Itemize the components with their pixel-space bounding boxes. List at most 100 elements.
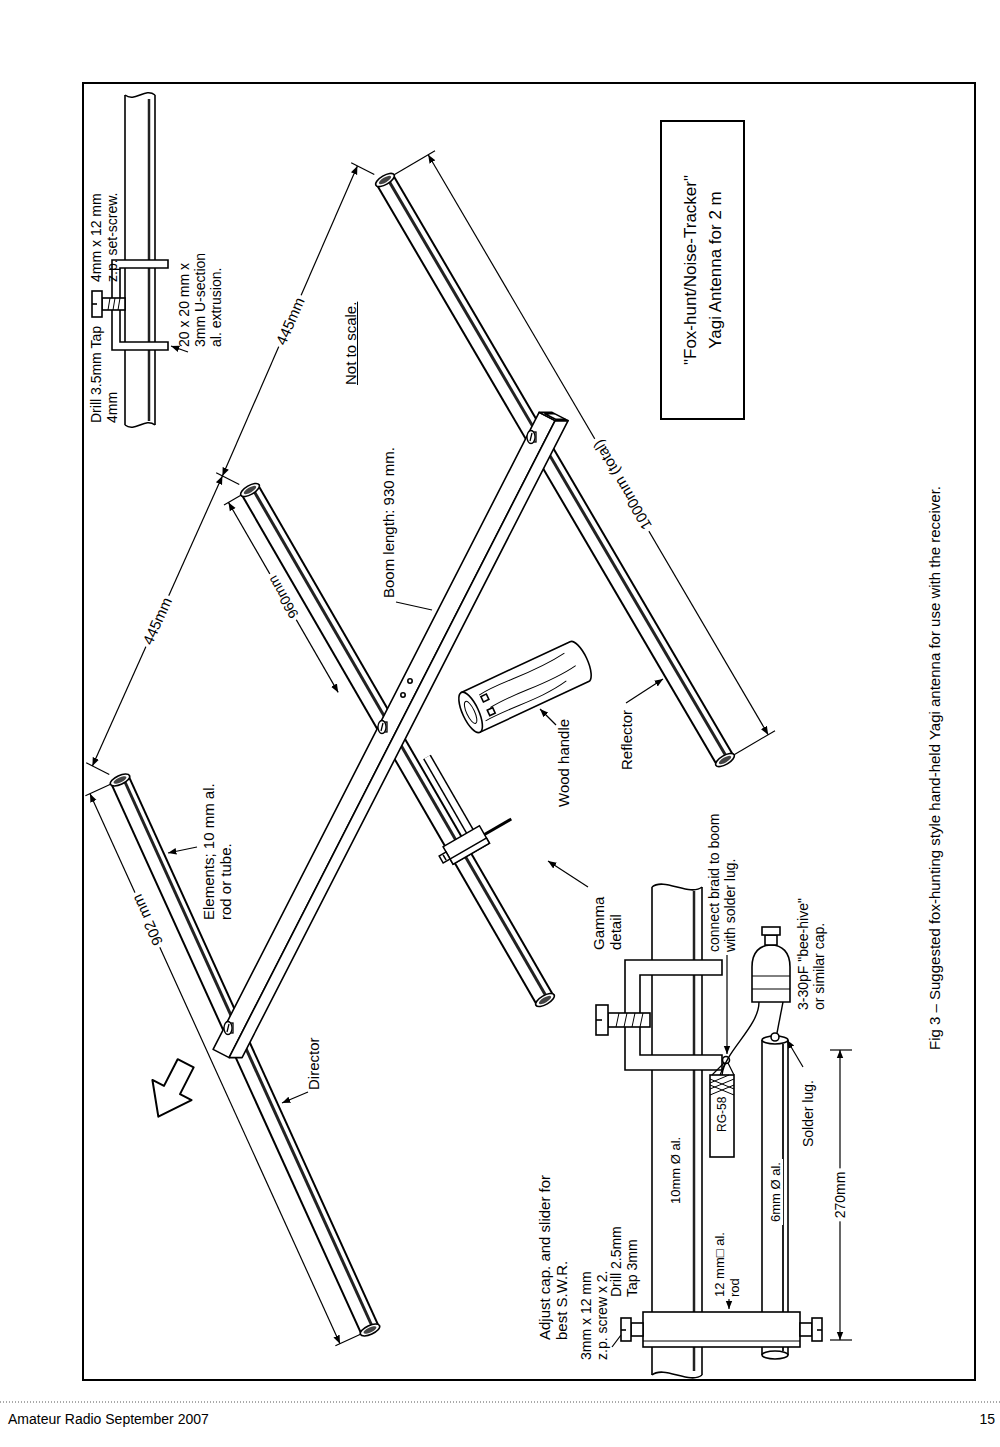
gamma-detail: [596, 1019, 602, 1021]
gamma-detail: [632, 1013, 635, 1027]
part-name: Reflector: [618, 710, 635, 770]
wood-handle: [454, 638, 596, 735]
leader-lines: [787, 1040, 803, 1067]
screw-note: 4mm x 12 mm z.p. set-screw.: [88, 174, 120, 282]
dimension-lines: [428, 155, 768, 735]
wood-handle: [490, 666, 577, 708]
boom: [408, 679, 412, 683]
gamma-rod: [427, 757, 476, 842]
figure-caption: Fig 3 – Suggested fox-hunting style hand…: [926, 486, 943, 1050]
boom-screws: [227, 1024, 229, 1032]
leader-lines: [728, 1299, 729, 1309]
gamma-detail: [762, 1351, 788, 1359]
driven-element: [538, 994, 553, 1005]
gamma-detail: [722, 1002, 759, 1075]
wood-handle: [485, 681, 568, 722]
set-screw-detail: [92, 303, 97, 305]
reflector-element: [374, 171, 397, 189]
gamma-slider: [484, 819, 511, 835]
dimension-lines: [224, 494, 243, 505]
set-screw-detail: [125, 93, 155, 98]
gamma-detail: [710, 1079, 734, 1089]
wood-handle: [487, 708, 495, 716]
dimension-lines: [92, 476, 222, 766]
wood-handle: [462, 700, 479, 725]
gamma-detail: [621, 1318, 631, 1341]
dimension-lines: [732, 731, 775, 756]
wood-handle: [481, 694, 489, 702]
gamma-detail: [596, 884, 822, 1378]
gamma-detail: [621, 1329, 626, 1331]
gamma-detail: [771, 1033, 779, 1041]
boom-screws: [224, 1022, 233, 1035]
footer-text: Amateur Radio September 2007: [8, 1411, 209, 1427]
part-name: Solder lug.: [800, 1080, 816, 1147]
reflector-element: [718, 754, 733, 765]
page-frame: [83, 83, 975, 1380]
driven-element: [239, 481, 262, 499]
gamma-detail: [765, 935, 777, 945]
leader-lines: [540, 709, 556, 725]
dimension: 445mm: [271, 292, 309, 350]
set-screw-detail: [92, 291, 102, 317]
page-number: 15: [979, 1411, 995, 1427]
boom-screws: [527, 431, 536, 444]
boom-screws: [381, 723, 383, 731]
leader-lines: [626, 679, 663, 703]
gamma-detail: [652, 884, 702, 890]
leader-lines: [396, 602, 432, 610]
boom-screws: [378, 721, 387, 734]
gamma-detail: [787, 1040, 789, 1355]
wiring-note: connect braid to boom with solder lug.: [706, 794, 738, 952]
boom-screws: [530, 433, 532, 441]
title-box: "Fox-hunt/Noise-Tracker" Yagi Antenna fo…: [660, 120, 745, 420]
cable-label: RG-58: [715, 1094, 729, 1135]
gamma-detail: [762, 927, 780, 935]
leader-lines: [726, 955, 727, 1054]
gamma-detail: [752, 989, 790, 990]
gamma-detail: [616, 1013, 619, 1027]
boom: [213, 412, 555, 1057]
gamma-detail: [643, 1341, 800, 1342]
gamma-detail: [710, 1079, 734, 1089]
part-name: Wood handle: [555, 719, 572, 807]
gamma-detail: [643, 1312, 800, 1347]
gamma-detail: [761, 1040, 763, 1355]
dimension-lines: [830, 1049, 852, 1050]
wood-handle: [478, 653, 565, 695]
gamma-detail: [752, 976, 790, 977]
detail-title: Gamma detail: [590, 880, 624, 950]
set-screw-detail: [102, 298, 125, 310]
drill-note: Drill 3.5mm Tap 4mm: [88, 323, 120, 423]
boom: [401, 693, 405, 697]
gamma-detail: [652, 1372, 702, 1378]
boom-screws: [224, 1022, 232, 1035]
leader-lines: [548, 861, 588, 887]
element-note: Elements; 10 mm al. rod or tube.: [200, 765, 234, 920]
boom: [545, 414, 566, 419]
gamma-slider: [436, 810, 516, 868]
scale-note: Not to scale.: [342, 302, 359, 385]
pointing-arrow: [139, 1053, 206, 1126]
gamma-detail: [752, 945, 790, 1002]
gamma-detail: [631, 1323, 643, 1336]
dimension: 445mm: [138, 592, 176, 650]
extrusion-note: 20 x 20 mm x 3mm U-section al. extrusion…: [176, 237, 224, 347]
gamma-detail: [800, 1323, 812, 1336]
gamma-detail: [710, 1075, 734, 1157]
gamma-detail: [710, 1075, 729, 1083]
director-element: [359, 1322, 382, 1339]
reflector-element: [378, 174, 393, 185]
gamma-detail: [812, 1318, 822, 1341]
capacitor-note: 3-30pF "bee-hive" or similar cap.: [795, 890, 827, 1010]
material-label: 6mm Ø al.: [768, 1159, 783, 1225]
dimension: 902 mm: [127, 889, 167, 951]
gamma-slider: [439, 852, 450, 863]
gamma-rod: [427, 757, 476, 842]
dimension-lines: [85, 783, 112, 795]
boom-screws: [378, 721, 386, 734]
adjust-note: Adjust cap. and slider for best S.W.R.: [536, 1160, 570, 1340]
director-element: [113, 775, 128, 785]
